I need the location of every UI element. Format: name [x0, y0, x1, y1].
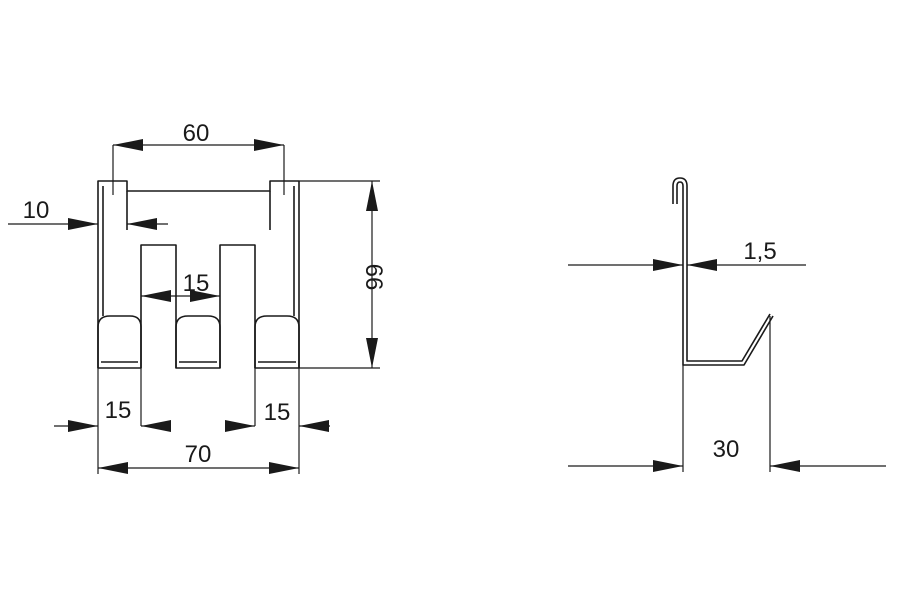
dim-gap: 15	[141, 270, 220, 302]
dim-total-width: 70	[98, 441, 299, 474]
dim-right-foot: 15	[225, 399, 330, 432]
dim-top-width: 60	[112, 120, 285, 195]
dim-side-offset: 10	[8, 197, 168, 230]
dim-thickness-label: 1,5	[743, 238, 776, 265]
dim-depth: 30	[568, 436, 886, 472]
dim-height-label: 66	[360, 264, 387, 291]
dim-thickness: 1,5	[568, 238, 806, 271]
side-view: 1,5 30	[568, 177, 886, 472]
dim-gap-label: 15	[183, 270, 210, 297]
front-view: 60 10 15 66	[8, 120, 387, 474]
front-view-outline	[97, 180, 300, 369]
dim-left-foot: 15	[54, 397, 171, 432]
dim-height: 66	[299, 180, 387, 369]
dim-depth-label: 30	[713, 436, 740, 463]
dim-top-width-label: 60	[183, 120, 210, 147]
dim-total-width-label: 70	[185, 441, 212, 468]
side-view-profile	[672, 177, 774, 366]
dim-left-foot-label: 15	[105, 397, 132, 424]
dim-side-offset-label: 10	[23, 197, 50, 224]
dim-right-foot-label: 15	[264, 399, 291, 426]
